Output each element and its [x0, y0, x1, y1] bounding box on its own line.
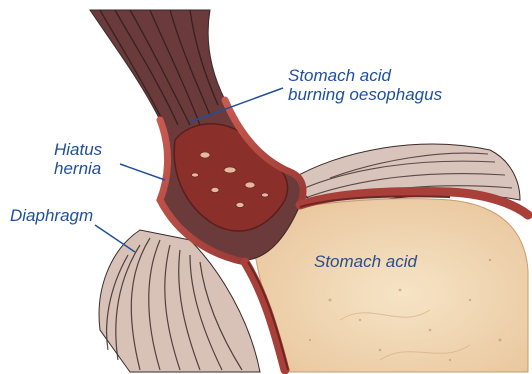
label-stomach-acid: Stomach acid: [314, 252, 417, 271]
label-stomach-acid-burning-line2: burning oesophagus: [288, 85, 442, 104]
label-stomach-acid-burning-line1: Stomach acid: [288, 66, 442, 85]
label-diaphragm: Diaphragm: [10, 206, 93, 225]
oesophagus: [90, 10, 304, 262]
label-stomach-acid-burning: Stomach acid burning oesophagus: [288, 66, 442, 104]
label-hiatus-hernia-line2: hernia: [54, 159, 102, 178]
label-hiatus-hernia: Hiatus hernia: [54, 140, 102, 178]
stomach-region: [250, 199, 528, 372]
label-hiatus-hernia-line1: Hiatus: [54, 140, 102, 159]
